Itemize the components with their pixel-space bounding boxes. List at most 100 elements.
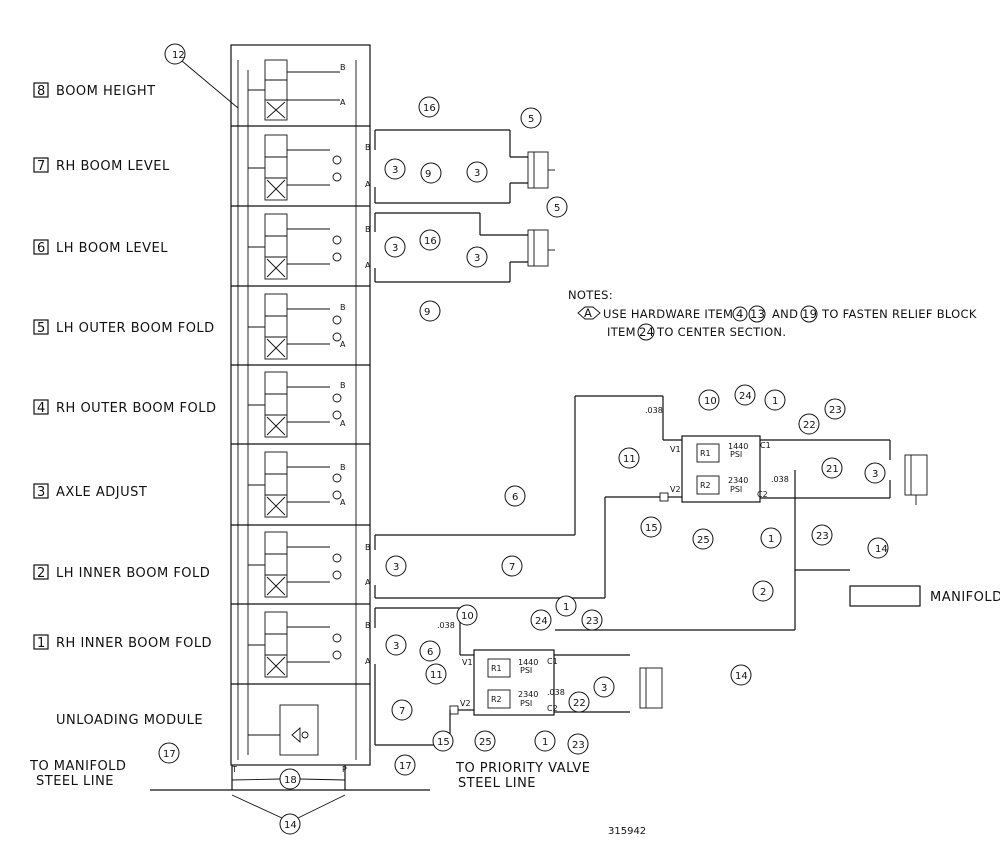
svg-text:9: 9 [424, 307, 430, 318]
svg-text:10: 10 [461, 611, 474, 622]
svg-text:1: 1 [768, 534, 774, 545]
svg-text:R2: R2 [491, 695, 502, 704]
svg-text:6: 6 [512, 492, 518, 503]
section-label: RH INNER BOOM FOLD [56, 636, 212, 651]
svg-text:5: 5 [528, 114, 534, 125]
svg-text:PSI: PSI [520, 666, 532, 675]
svg-text:24: 24 [535, 616, 548, 627]
svg-text:7: 7 [509, 562, 515, 573]
svg-text:TO FASTEN RELIEF BLOCK: TO FASTEN RELIEF BLOCK [821, 307, 977, 321]
svg-text:A: A [584, 306, 592, 320]
svg-text:3: 3 [393, 562, 399, 573]
section-number: 7 [37, 159, 46, 174]
svg-text:24: 24 [739, 391, 752, 402]
svg-text:22: 22 [573, 698, 586, 709]
spool-valve-symbols [248, 59, 342, 756]
svg-text:1: 1 [563, 602, 569, 613]
notes-heading: NOTES: [568, 288, 613, 302]
callout-bubbles: 16 5 3 3 9 16 5 3 3 9 10 24 1 23 22 21 1… [158, 96, 889, 835]
relief-block-lower: R1 1440 PSI R2 2340 PSI C1 C2 V1 V2 .038… [437, 621, 565, 716]
manifold-label: MANIFOLD [930, 590, 1000, 605]
svg-text:1440: 1440 [518, 658, 538, 667]
svg-text:17: 17 [163, 749, 176, 760]
svg-text:USE HARDWARE ITEMS: USE HARDWARE ITEMS [603, 307, 741, 321]
svg-text:6: 6 [427, 647, 433, 658]
svg-text:A: A [340, 98, 346, 107]
svg-text:14: 14 [735, 671, 748, 682]
svg-text:B: B [365, 543, 371, 552]
relief-block-upper: R1 1440 PSI R2 2340 PSI C1 C2 V1 V2 .038… [645, 406, 789, 503]
svg-text:11: 11 [430, 670, 443, 681]
svg-text:A: A [340, 419, 346, 428]
svg-text:C1: C1 [547, 657, 558, 666]
svg-text:R1: R1 [491, 664, 502, 673]
svg-text:16: 16 [423, 103, 436, 114]
svg-text:.038: .038 [437, 621, 455, 630]
svg-text:3: 3 [392, 243, 398, 254]
svg-text:17: 17 [399, 761, 412, 772]
svg-text:23: 23 [829, 405, 842, 416]
section-label: AXLE ADJUST [56, 485, 147, 500]
section-label: LH INNER BOOM FOLD [56, 566, 210, 581]
svg-text:A: A [340, 498, 346, 507]
svg-text:B: B [340, 381, 346, 390]
svg-text:R1: R1 [700, 449, 711, 458]
svg-text:3: 3 [872, 469, 878, 480]
svg-text:TO CENTER SECTION.: TO CENTER SECTION. [656, 325, 786, 339]
svg-text:1: 1 [542, 737, 548, 748]
svg-text:13: 13 [750, 307, 765, 321]
svg-text:A: A [365, 578, 371, 587]
section-number: 4 [37, 401, 46, 416]
to-priority-valve-label: TO PRIORITY VALVE [455, 761, 591, 776]
section-number: 5 [37, 321, 46, 336]
svg-text:V2: V2 [670, 485, 681, 494]
svg-text:AND: AND [772, 307, 798, 321]
svg-text:A: A [365, 261, 371, 270]
valve-stack [230, 44, 371, 766]
svg-text:9: 9 [425, 169, 431, 180]
section-label: BOOM HEIGHT [56, 84, 156, 99]
svg-text:A: A [365, 657, 371, 666]
svg-text:25: 25 [479, 737, 492, 748]
svg-text:B: B [365, 225, 371, 234]
svg-text:B: B [340, 303, 346, 312]
svg-text:B: B [365, 143, 371, 152]
section-label: RH OUTER BOOM FOLD [56, 401, 216, 416]
svg-text:14: 14 [284, 820, 297, 831]
svg-text:10: 10 [704, 396, 717, 407]
section-label: LH BOOM LEVEL [56, 241, 168, 256]
svg-text:22: 22 [803, 420, 816, 431]
section-number: 1 [37, 636, 46, 651]
boom-level-circuits [374, 129, 555, 283]
svg-text:23: 23 [586, 616, 599, 627]
svg-text:A: A [340, 340, 346, 349]
svg-text:14: 14 [875, 544, 888, 555]
section-label: RH BOOM LEVEL [56, 159, 170, 174]
section-number: 2 [37, 566, 46, 581]
svg-text:PSI: PSI [730, 485, 742, 494]
svg-text:.038: .038 [547, 688, 565, 697]
svg-text:V1: V1 [670, 445, 681, 454]
svg-text:R2: R2 [700, 481, 711, 490]
svg-text:C2: C2 [547, 704, 558, 713]
svg-text:T: T [231, 765, 237, 774]
svg-text:C2: C2 [757, 490, 768, 499]
to-manifold-label: TO MANIFOLD [29, 759, 126, 774]
svg-text:V1: V1 [462, 658, 473, 667]
svg-text:A: A [365, 180, 371, 189]
svg-text:C1: C1 [760, 441, 771, 450]
drawing-number: 315942 [608, 826, 646, 837]
svg-text:18: 18 [284, 775, 297, 786]
section-number: 3 [37, 485, 46, 500]
svg-text:16: 16 [424, 236, 437, 247]
svg-text:B: B [340, 463, 346, 472]
svg-text:1: 1 [772, 396, 778, 407]
svg-text:3: 3 [474, 253, 480, 264]
svg-text:21: 21 [826, 464, 839, 475]
svg-text:3: 3 [474, 168, 480, 179]
to-priority-valve-label-2: STEEL LINE [458, 776, 536, 791]
svg-text:2340: 2340 [518, 690, 538, 699]
section-number: 6 [37, 241, 46, 256]
callout-8: 12 [164, 43, 239, 109]
